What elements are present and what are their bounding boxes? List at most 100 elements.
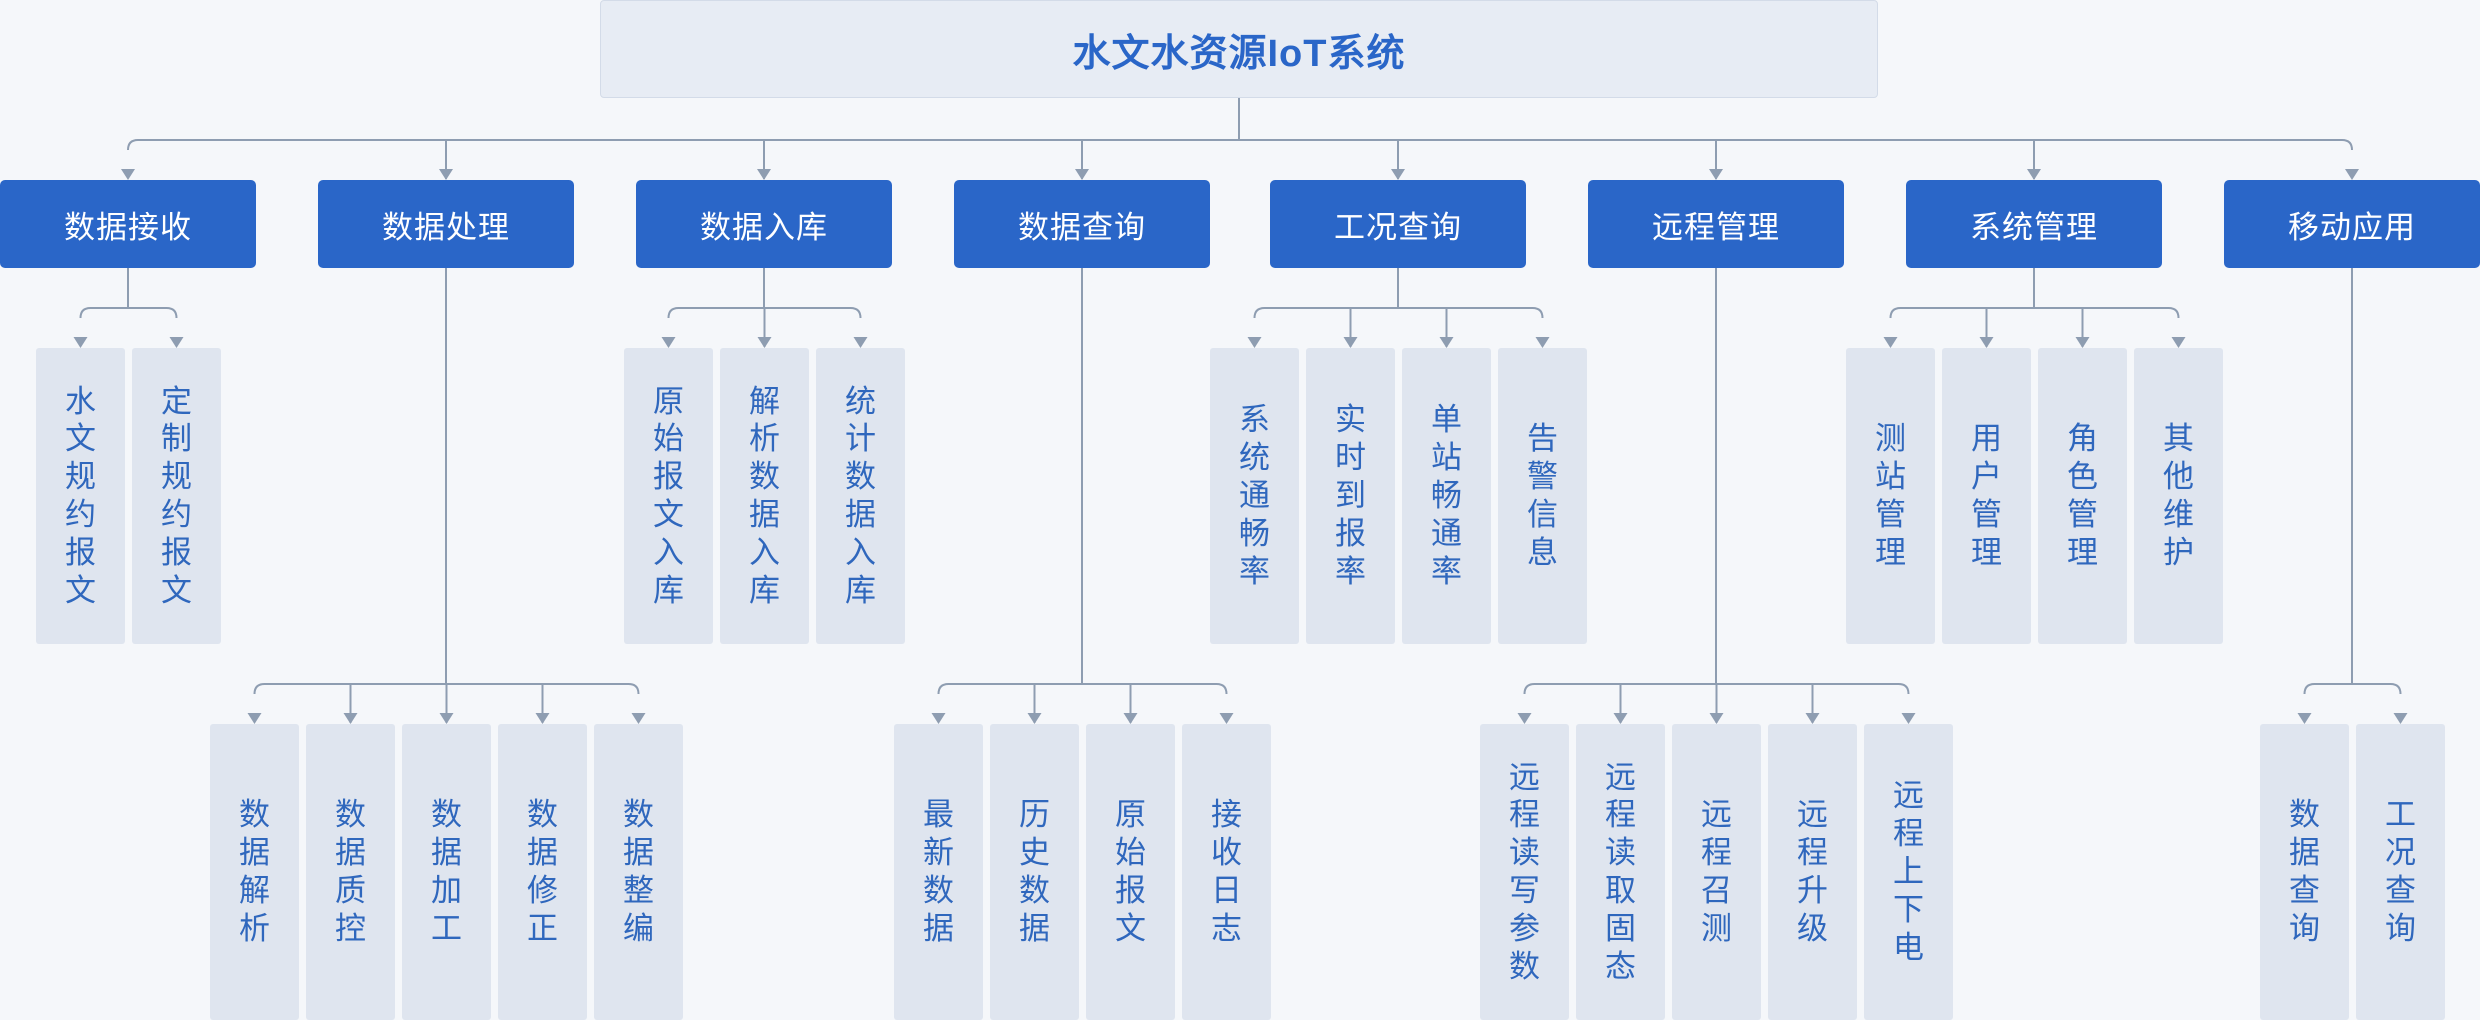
category-node: 移动应用 (2224, 180, 2480, 268)
leaf-arrow (931, 713, 946, 724)
leaf-label: 历史数据 (1019, 797, 1050, 946)
category-arrow (2027, 169, 2041, 180)
category-arrow (1075, 169, 1089, 180)
category-node: 数据处理 (318, 180, 574, 268)
leaf-label: 其他维护 (2163, 421, 2194, 570)
leaf-node: 远程读取固态 (1576, 724, 1665, 1020)
category-node: 数据入库 (636, 180, 892, 268)
leaf-label: 数据加工 (431, 797, 462, 946)
leaf-arrow (1123, 713, 1138, 724)
leaf-node: 远程上下电 (1864, 724, 1953, 1020)
branch-bus-line (79, 307, 178, 319)
leaf-node: 远程读写参数 (1480, 724, 1569, 1020)
leaf-arrow (1247, 337, 1262, 348)
branch-bus-line (1253, 307, 1544, 319)
leaf-node: 数据加工 (402, 724, 491, 1020)
category-arrow (439, 169, 453, 180)
leaf-label: 测站管理 (1875, 421, 1906, 570)
leaf-arrow (631, 713, 646, 724)
leaf-node: 水文规约报文 (36, 348, 125, 644)
leaf-arrow (247, 713, 262, 724)
leaf-arrow (853, 337, 868, 348)
leaf-arrow (2171, 337, 2186, 348)
leaf-arrow (1027, 713, 1042, 724)
leaf-node: 其他维护 (2134, 348, 2223, 644)
leaf-label: 数据质控 (335, 797, 366, 946)
leaf-node: 原始报文 (1086, 724, 1175, 1020)
leaf-node: 远程召测 (1672, 724, 1761, 1020)
leaf-node: 原始报文入库 (624, 348, 713, 644)
leaf-node: 最新数据 (894, 724, 983, 1020)
leaf-arrow (757, 337, 772, 348)
leaf-arrow (343, 713, 358, 724)
leaf-node: 系统通畅率 (1210, 348, 1299, 644)
leaf-label: 远程升级 (1797, 797, 1828, 946)
category-node: 远程管理 (1588, 180, 1844, 268)
leaf-node: 单站畅通率 (1402, 348, 1491, 644)
leaf-label: 远程读写参数 (1509, 759, 1540, 984)
leaf-label: 数据解析 (239, 797, 270, 946)
leaf-label: 数据修正 (527, 797, 558, 946)
leaf-label: 远程上下电 (1893, 778, 1924, 965)
leaf-label: 定制规约报文 (161, 383, 192, 608)
leaf-label: 单站畅通率 (1431, 402, 1462, 589)
leaf-node: 工况查询 (2356, 724, 2445, 1020)
leaf-label: 最新数据 (923, 797, 954, 946)
category-arrow (1391, 169, 1405, 180)
leaf-node: 数据解析 (210, 724, 299, 1020)
category-arrow (1709, 169, 1723, 180)
leaf-arrow (1979, 337, 1994, 348)
leaf-node: 测站管理 (1846, 348, 1935, 644)
leaf-label: 用户管理 (1971, 421, 2002, 570)
leaf-node: 解析数据入库 (720, 348, 809, 644)
leaf-node: 接收日志 (1182, 724, 1271, 1020)
leaf-node: 用户管理 (1942, 348, 2031, 644)
leaf-arrow (1535, 337, 1550, 348)
leaf-arrow (2075, 337, 2090, 348)
leaf-label: 工况查询 (2385, 797, 2416, 946)
leaf-arrow (1219, 713, 1234, 724)
leaf-arrow (1439, 337, 1454, 348)
leaf-label: 水文规约报文 (65, 383, 96, 608)
leaf-node: 统计数据入库 (816, 348, 905, 644)
top-bus-line (127, 139, 2353, 151)
leaf-node: 历史数据 (990, 724, 1079, 1020)
leaf-arrow (1343, 337, 1358, 348)
leaf-node: 数据质控 (306, 724, 395, 1020)
category-node: 数据查询 (954, 180, 1210, 268)
category-arrow (2345, 169, 2359, 180)
leaf-label: 解析数据入库 (749, 383, 780, 608)
leaf-label: 原始报文入库 (653, 383, 684, 608)
branch-bus-line (937, 683, 1228, 695)
leaf-label: 数据整编 (623, 797, 654, 946)
leaf-arrow (439, 713, 454, 724)
leaf-arrow (1517, 713, 1532, 724)
leaf-label: 接收日志 (1211, 797, 1242, 946)
leaf-arrow (535, 713, 550, 724)
leaf-node: 数据修正 (498, 724, 587, 1020)
leaf-arrow (1883, 337, 1898, 348)
root-node: 水文水资源IoT系统 (600, 0, 1878, 98)
leaf-arrow (2297, 713, 2312, 724)
leaf-node: 数据查询 (2260, 724, 2349, 1020)
leaf-node: 实时到报率 (1306, 348, 1395, 644)
leaf-node: 角色管理 (2038, 348, 2127, 644)
leaf-arrow (1805, 713, 1820, 724)
category-arrow (757, 169, 771, 180)
branch-bus-line (2303, 683, 2402, 695)
leaf-arrow (1709, 713, 1724, 724)
leaf-label: 远程召测 (1701, 797, 1732, 946)
leaf-label: 告警信息 (1527, 421, 1558, 570)
leaf-arrow (2393, 713, 2408, 724)
leaf-arrow (1901, 713, 1916, 724)
leaf-label: 数据查询 (2289, 797, 2320, 946)
category-arrow (121, 169, 135, 180)
leaf-arrow (1613, 713, 1628, 724)
leaf-label: 实时到报率 (1335, 402, 1366, 589)
leaf-arrow (661, 337, 676, 348)
branch-bus-line (1889, 307, 2180, 319)
leaf-label: 远程读取固态 (1605, 759, 1636, 984)
leaf-label: 系统通畅率 (1239, 402, 1270, 589)
category-node: 系统管理 (1906, 180, 2162, 268)
leaf-label: 统计数据入库 (845, 383, 876, 608)
